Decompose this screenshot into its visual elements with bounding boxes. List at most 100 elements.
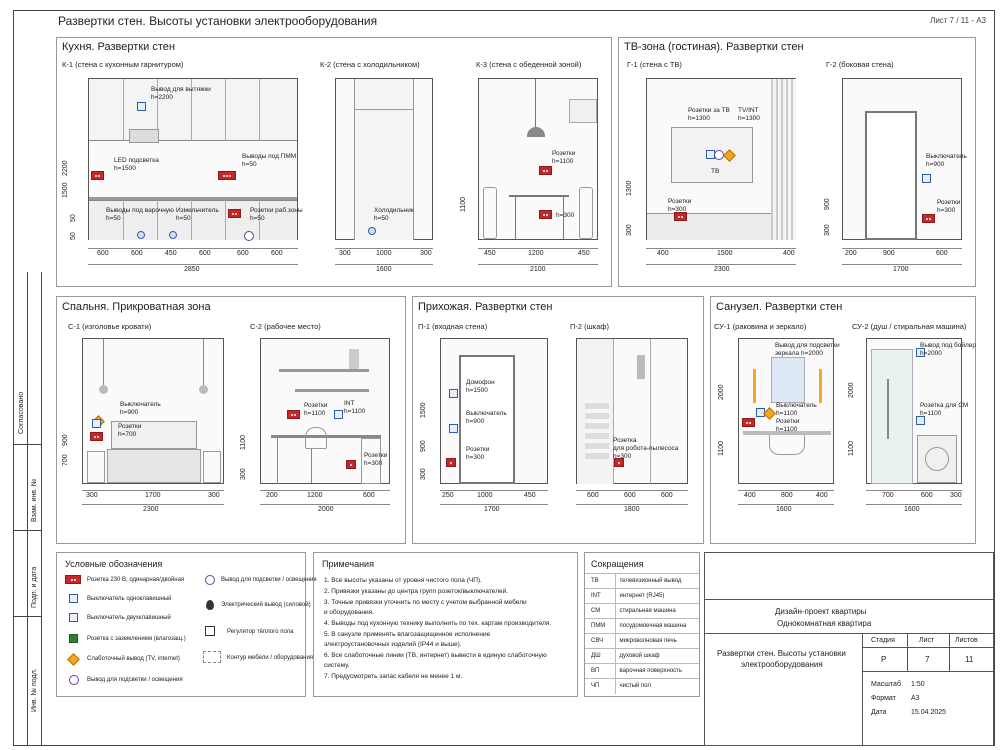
s1-switch-icon[interactable] bbox=[92, 419, 101, 428]
su1-mirror-label2: зеркала h=2000 bbox=[775, 350, 823, 357]
legend-item-light2: Вывод для подсветки / освещения bbox=[221, 577, 317, 583]
k1-vdim-1: 2200 bbox=[62, 160, 69, 176]
s2-sock2-height: h=300 bbox=[364, 460, 383, 467]
s2-sock1-label: Розетки bbox=[304, 402, 328, 409]
s1-sock-height: h=700 bbox=[118, 431, 137, 438]
g1-title: Г-1 (стена с ТВ) bbox=[627, 60, 682, 69]
legend-item-switch2: Выключатель двухклавишный bbox=[87, 615, 171, 621]
p2-total: 1800 bbox=[624, 506, 640, 513]
led-socket-icon[interactable] bbox=[91, 171, 104, 180]
work-socket-icon[interactable] bbox=[228, 209, 241, 218]
wm-socket-icon[interactable] bbox=[916, 416, 925, 425]
s2-socket-300-icon[interactable] bbox=[346, 460, 356, 469]
p1-vdim-1: 1500 bbox=[420, 402, 427, 418]
p2-dim-1: 600 bbox=[587, 492, 599, 499]
format-label: Формат bbox=[871, 695, 896, 702]
light-outlet-icon[interactable] bbox=[244, 231, 254, 241]
k1-dim-4: 600 bbox=[199, 250, 211, 257]
note-7: 7. Предусмотреть запас кабеля не менее 1… bbox=[324, 673, 463, 680]
p1-vdim-3: 300 bbox=[420, 468, 427, 480]
g2-switch-icon[interactable] bbox=[922, 174, 931, 183]
p2-elevation bbox=[576, 338, 688, 484]
g1-tv-label: ТВ bbox=[711, 168, 720, 175]
g2-dim-3: 600 bbox=[936, 250, 948, 257]
stamp-sheet-title-2: электрооборудования bbox=[741, 660, 823, 669]
su1-title: СУ-1 (раковина и зеркало) bbox=[714, 322, 807, 331]
intercom-icon[interactable] bbox=[449, 389, 458, 398]
k1-led-label: LED подсветка bbox=[114, 157, 159, 164]
s1-title: С-1 (изголовье кровати) bbox=[68, 322, 152, 331]
k1-dim-1: 600 bbox=[97, 250, 109, 257]
s2-dim-3: 600 bbox=[363, 492, 375, 499]
su2-vdim-1: 2000 bbox=[848, 382, 855, 398]
su1-dim-3: 400 bbox=[816, 492, 828, 499]
k3-dim-1: 450 bbox=[484, 250, 496, 257]
p1-switch-icon[interactable] bbox=[449, 424, 458, 433]
bath-title: Санузел. Развертки стен bbox=[716, 301, 843, 313]
sheet-number: Лист 7 / 11 - А3 bbox=[930, 16, 986, 25]
dining-socket-1100-icon[interactable] bbox=[539, 166, 552, 175]
su2-dim-2: 600 bbox=[921, 492, 933, 499]
s2-int-icon[interactable] bbox=[334, 410, 343, 419]
p1-socket-icon[interactable] bbox=[446, 458, 456, 467]
hood-outlet-icon[interactable] bbox=[137, 102, 146, 111]
su1-sock-label: Розетки bbox=[776, 418, 800, 425]
su1-sock-height: h=1100 bbox=[776, 426, 798, 433]
s1-vdim-2: 900 bbox=[62, 434, 69, 446]
sign-date-label: Подп. и дата bbox=[31, 566, 38, 608]
k2-dim-3: 300 bbox=[420, 250, 432, 257]
su1-socket-icon[interactable] bbox=[742, 418, 755, 427]
scale-label: Масштаб bbox=[871, 681, 901, 688]
g1-tvsock-label: Розетки за ТВ bbox=[688, 107, 730, 114]
su1-dim-2: 800 bbox=[781, 492, 793, 499]
su2-title: СУ-2 (душ / стиральная машина) bbox=[852, 322, 967, 331]
tv-low-socket-icon[interactable] bbox=[674, 212, 687, 221]
su2-dim-3: 300 bbox=[950, 492, 962, 499]
k1-work-label: Розетки раб.зоны bbox=[250, 207, 303, 214]
k1-dim-3: 450 bbox=[165, 250, 177, 257]
sheet-header: Лист bbox=[919, 637, 935, 644]
fridge-outlet-icon[interactable] bbox=[368, 227, 376, 235]
k2-elevation bbox=[335, 78, 433, 240]
g1-dim-2: 1500 bbox=[717, 250, 733, 257]
g2-vdim-2: 300 bbox=[824, 224, 831, 236]
k1-vdim-2: 1500 bbox=[62, 182, 69, 198]
k3-title: К-3 (стена с обеденной зоной) bbox=[476, 60, 582, 69]
s1-dim-1: 300 bbox=[86, 492, 98, 499]
k2-title: К-2 (стена с холодильником) bbox=[320, 60, 420, 69]
s2-sock2-label: Розетки bbox=[364, 452, 388, 459]
abbr-value: микроволновая печь bbox=[619, 638, 677, 644]
boiler-outlet-icon[interactable] bbox=[916, 348, 925, 357]
s2-dim-2: 1200 bbox=[307, 492, 323, 499]
su2-boiler-height: h=2000 bbox=[920, 350, 942, 357]
legend-item-floor: Регулятор тёплого пола bbox=[227, 629, 294, 635]
s1-socket-icon[interactable] bbox=[90, 432, 103, 441]
note-5: 5. В санузле применять влагозащищенное и… bbox=[324, 631, 491, 638]
robot-socket-icon[interactable] bbox=[614, 458, 624, 467]
s2-elevation bbox=[260, 338, 390, 484]
g2-sock-height: h=300 bbox=[937, 207, 956, 214]
k1-hood-label: Вывод для вытяжки bbox=[151, 86, 211, 93]
tv-title: ТВ-зона (гостиная). Развертки стен bbox=[624, 41, 804, 53]
grinder-outlet-icon[interactable] bbox=[169, 231, 177, 239]
k1-hood-height: h=2200 bbox=[151, 94, 173, 101]
dining-socket-300-icon[interactable] bbox=[539, 210, 552, 219]
k1-dim-5: 600 bbox=[237, 250, 249, 257]
g1-tvint-height: h=1300 bbox=[738, 115, 760, 122]
note-4: 4. Выводы под кухонную технику выполнить… bbox=[324, 620, 552, 627]
project-name: Дизайн-проект квартиры bbox=[775, 607, 867, 616]
legend-item-grounded: Розетка с заземлением (влагозащ.) bbox=[87, 636, 186, 642]
s2-socket-1100-icon[interactable] bbox=[287, 410, 300, 419]
su2-total: 1600 bbox=[904, 506, 920, 513]
stage-value: Р bbox=[881, 655, 887, 664]
hob-outlet-icon[interactable] bbox=[137, 231, 145, 239]
g2-socket-icon[interactable] bbox=[922, 214, 935, 223]
s1-dim-3: 300 bbox=[208, 492, 220, 499]
s1-sw-height: h=900 bbox=[120, 409, 139, 416]
su1-elevation bbox=[738, 338, 834, 484]
pmm-socket-icon[interactable] bbox=[218, 171, 236, 180]
date-label: Дата bbox=[871, 709, 887, 716]
su2-boiler-label: Вывод под бойлер bbox=[920, 342, 977, 349]
abbr-key: ТВ bbox=[585, 573, 616, 589]
g1-vdim-2: 300 bbox=[626, 224, 633, 236]
